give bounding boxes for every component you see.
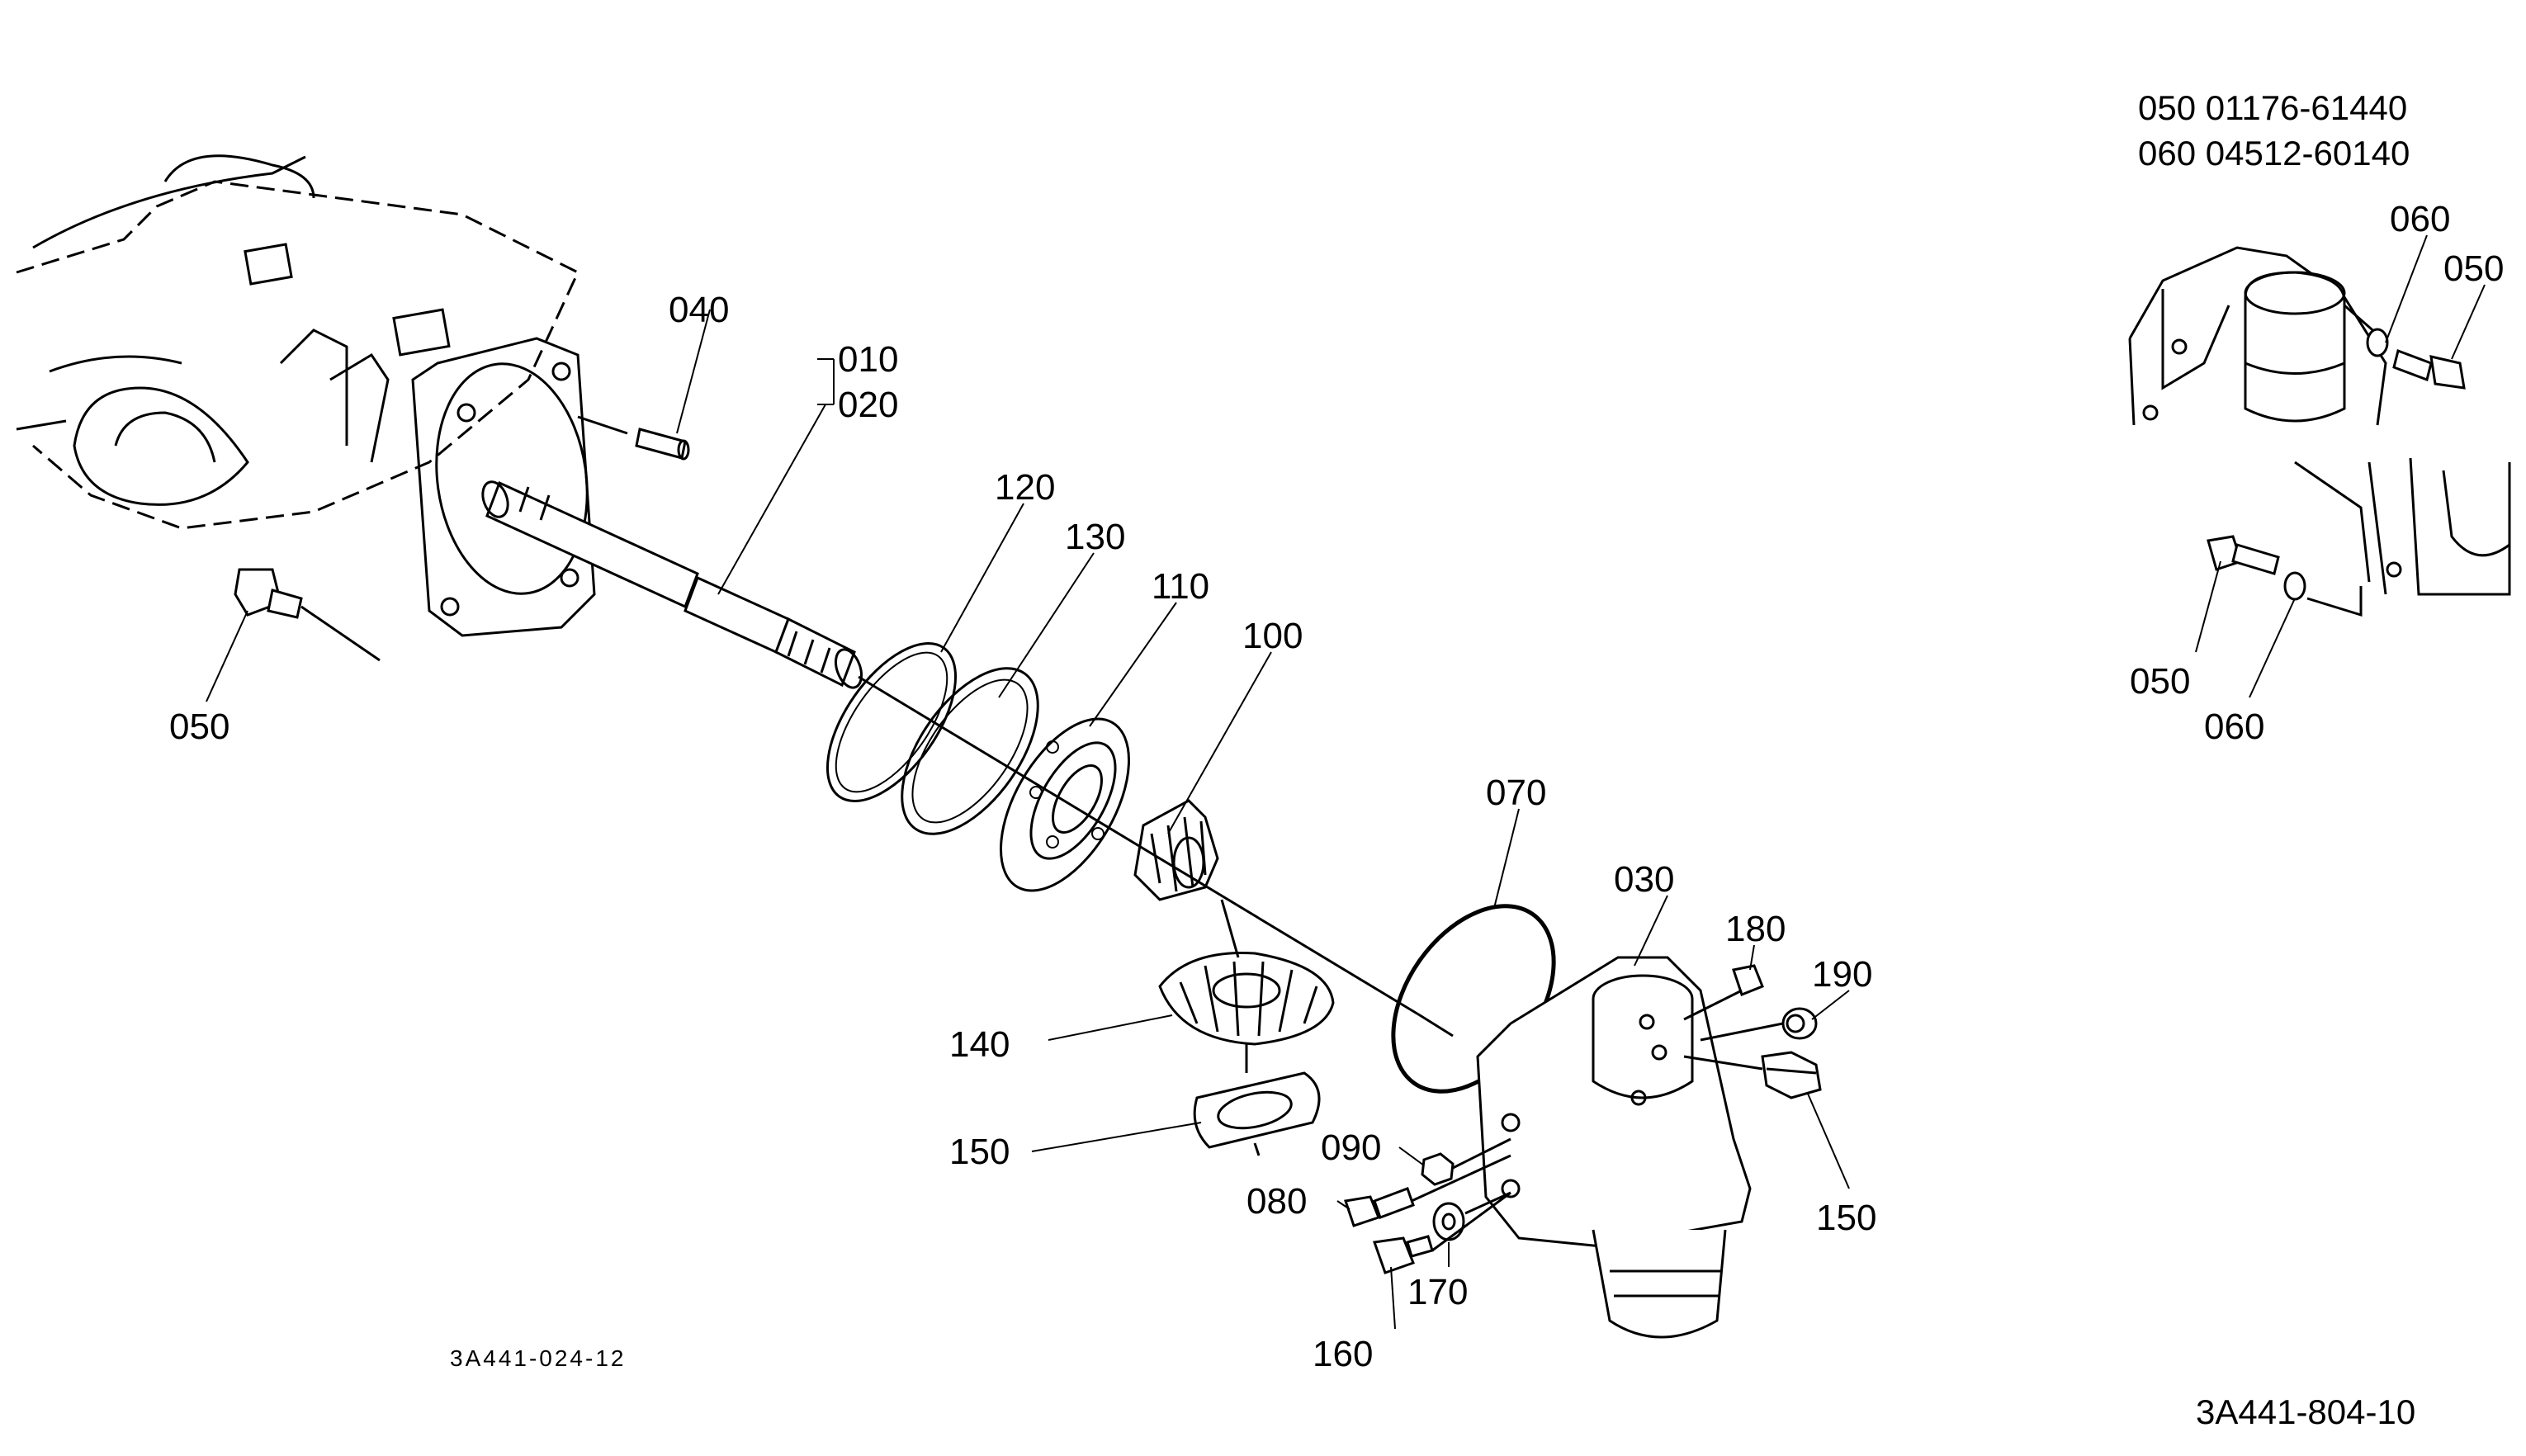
leader-lines [206,234,2486,1330]
callout-100: 100 [1242,616,1303,656]
plug-180 [1732,964,1764,996]
bolt-080 [1344,1187,1415,1227]
breather-150-right [1761,1051,1822,1099]
bolt-050-main [234,568,381,662]
substitution-050: 050 01176-61440 [2138,88,2407,127]
callout-050-main: 050 [169,707,229,747]
callout-050-inset-top: 050 [2443,248,2504,289]
flange-plate [411,337,596,637]
washer-170 [1432,1202,1465,1241]
bevel-gear-100 [1133,799,1219,901]
substitution-notes: 050 01176-61440 060 04512-60140 [2138,88,2410,173]
callout-130: 130 [1065,517,1125,557]
callout-020: 020 [838,385,898,425]
callout-010: 010 [838,339,898,380]
callout-060-inset-top: 060 [2390,199,2450,239]
callout-090: 090 [1321,1127,1381,1168]
callout-160: 160 [1313,1334,1373,1374]
callout-120: 120 [995,467,1055,508]
substitution-060: 060 04512-60140 [2138,134,2410,173]
callout-170: 170 [1407,1272,1468,1312]
transmission-housing-outline [16,154,579,530]
plug-190 [1781,1007,1818,1040]
callout-140: 140 [949,1024,1010,1065]
callout-150-right: 150 [1816,1198,1876,1238]
callout-070: 070 [1486,773,1546,813]
callout-labels: 040 010 020 120 130 110 100 070 030 180 … [169,199,2504,1374]
bearing-150-lower [1193,1071,1321,1149]
inset-housing-upper [2128,246,2466,426]
callout-080: 080 [1246,1181,1307,1222]
callout-030: 030 [1614,859,1674,900]
bevel-gear-140 [1158,952,1335,1046]
callout-110: 110 [1152,566,1209,607]
alignment-lines [577,415,1784,1252]
bearing-110 [1000,717,1130,892]
inset-housing-lower [2207,457,2511,617]
callout-180: 180 [1725,909,1786,949]
main-drawing-code: 3A441-804-10 [2196,1392,2415,1431]
callout-050-inset-bottom: 050 [2130,661,2190,702]
shaft-010-020 [481,480,863,689]
housing-030 [1476,956,1752,1339]
callout-150-left: 150 [949,1132,1010,1172]
callout-190: 190 [1812,954,1872,995]
ring-130 [901,667,1039,835]
callout-060-inset-bottom: 060 [2204,707,2264,747]
callout-040: 040 [669,290,729,330]
sub-drawing-code: 3A441-024-12 [450,1345,626,1371]
nut-090 [1421,1152,1455,1186]
bolt-160 [1372,1235,1434,1274]
pin-040 [635,428,690,461]
